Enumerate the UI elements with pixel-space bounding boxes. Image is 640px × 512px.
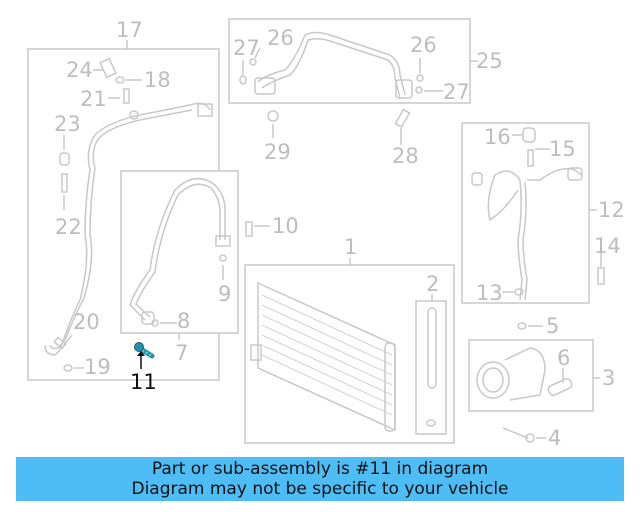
callout-label-27a[interactable]: 27 (233, 36, 260, 60)
callout-label-18[interactable]: 18 (144, 68, 171, 92)
callout-label-16[interactable]: 16 (484, 125, 511, 149)
group-box-25 (228, 18, 471, 104)
highlighted-part-11[interactable] (134, 342, 155, 370)
callout-label-14[interactable]: 14 (594, 234, 621, 258)
banner-line-disclaimer: Diagram may not be specific to your vehi… (131, 479, 509, 499)
callout-label-29[interactable]: 29 (264, 140, 291, 164)
callout-label-11[interactable]: 11 (130, 370, 157, 394)
callout-label-1[interactable]: 1 (344, 235, 358, 259)
group-box-3 (468, 339, 594, 412)
callout-label-6[interactable]: 6 (557, 346, 571, 370)
callout-label-13[interactable]: 13 (476, 281, 503, 305)
callout-label-25[interactable]: 25 (476, 49, 503, 73)
callout-label-15[interactable]: 15 (549, 137, 576, 161)
banner-line-part: Part or sub-assembly is #11 in diagram (151, 459, 489, 479)
callout-label-28[interactable]: 28 (392, 144, 419, 168)
callout-label-9[interactable]: 9 (218, 282, 232, 306)
callout-label-2[interactable]: 2 (426, 272, 440, 296)
callout-label-3[interactable]: 3 (602, 366, 616, 390)
callout-label-19[interactable]: 19 (84, 355, 111, 379)
callout-label-26b[interactable]: 26 (410, 33, 437, 57)
callout-label-4[interactable]: 4 (548, 426, 562, 450)
callout-label-17[interactable]: 17 (116, 18, 143, 42)
callout-label-21[interactable]: 21 (80, 87, 107, 111)
info-banner: Part or sub-assembly is #11 in diagram D… (16, 457, 624, 501)
callout-label-23[interactable]: 23 (54, 112, 81, 136)
callout-label-27b[interactable]: 27 (443, 80, 470, 104)
group-box-7 (120, 170, 239, 334)
callout-label-12[interactable]: 12 (598, 198, 625, 222)
group-box-2 (415, 300, 447, 435)
callout-label-20[interactable]: 20 (73, 310, 100, 334)
callout-label-10[interactable]: 10 (272, 214, 299, 238)
callout-label-22[interactable]: 22 (55, 215, 82, 239)
callout-label-5[interactable]: 5 (546, 314, 560, 338)
callout-label-24[interactable]: 24 (66, 58, 93, 82)
group-box-12 (461, 122, 590, 304)
callout-label-8[interactable]: 8 (177, 309, 191, 333)
callout-label-7[interactable]: 7 (175, 341, 189, 365)
callout-label-26a[interactable]: 26 (267, 26, 294, 50)
